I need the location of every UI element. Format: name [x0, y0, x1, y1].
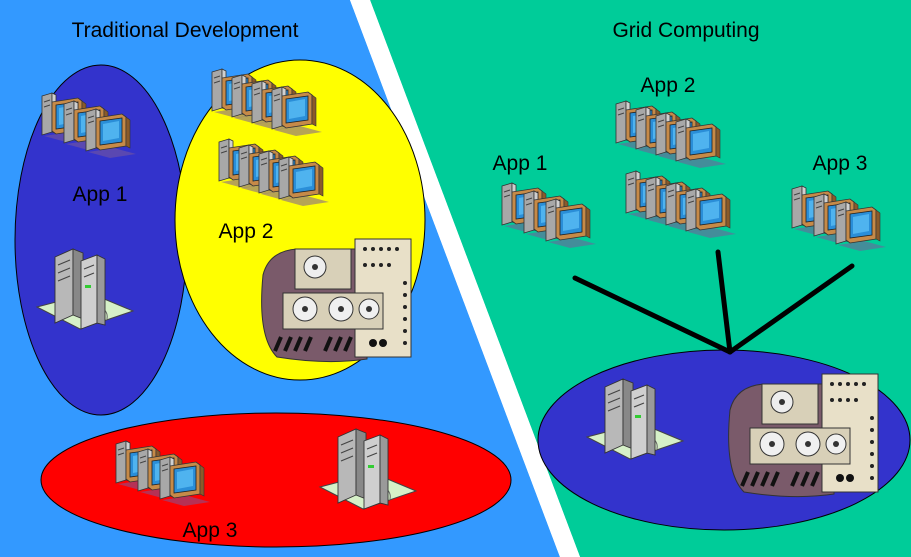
link-app3 — [727, 263, 855, 355]
app1-label: App 1 — [73, 183, 128, 206]
grid-title: Grid Computing — [612, 19, 759, 42]
app3-group-ellipse — [40, 412, 512, 548]
grid-storage-icon — [726, 372, 880, 499]
traditional-title: Traditional Development — [72, 19, 299, 42]
app2-label: App 2 — [219, 220, 274, 243]
app3-label: App 3 — [183, 519, 238, 542]
network-links — [572, 249, 855, 355]
grid-app2-label: App 2 — [641, 74, 696, 97]
link-app2 — [715, 249, 733, 355]
grid-app3-label: App 3 — [813, 152, 868, 175]
grid-app1-label: App 1 — [493, 152, 548, 175]
app2-storage-icon — [259, 237, 413, 364]
link-app1 — [572, 275, 733, 355]
